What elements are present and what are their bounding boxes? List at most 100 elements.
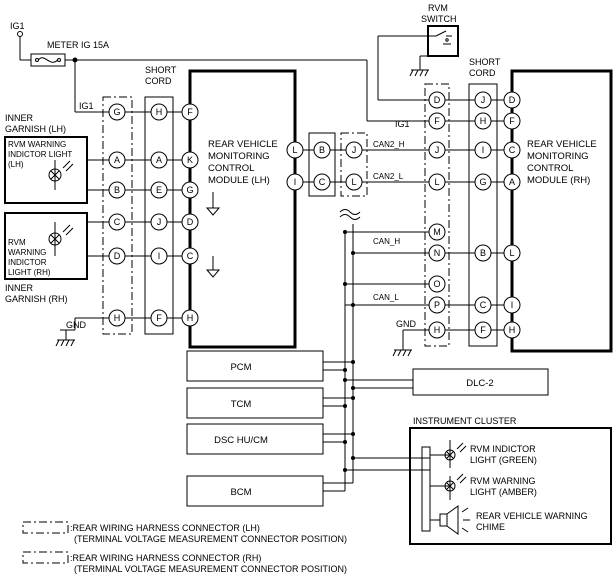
pin-label: H [509,325,516,335]
legend-rh-swatch [22,551,69,564]
tcm-box [186,387,324,419]
pin-circle [150,213,168,231]
pin-circle [428,275,446,293]
pin-circle [345,141,363,159]
ig1-junction [72,57,78,63]
pin-circle [428,296,446,314]
legend-lh-line2: (TERMINAL VOLTAGE MEASUREMENT CONNECTOR … [74,534,347,544]
pin-label: G [479,177,486,187]
pin-circle [503,296,521,314]
tcm-label: TCM [231,399,252,410]
ground-symbol-rh [392,349,412,357]
garnish-rh-line1: INNER [5,283,34,293]
pin-label: J [481,95,486,105]
dsc-label: DSC HU/CM [214,435,268,446]
ground-symbol-switch [409,69,429,77]
switch-label-line2: SWITCH [421,14,457,24]
ground-arrow-icon [205,207,221,216]
chime-icon [439,505,470,535]
can2-h-label: CAN2_H [373,140,405,149]
pin-circle [474,321,492,339]
ig1-tap-lh-label: IG1 [79,101,94,111]
pin-circle [428,141,446,159]
pin-label: B [114,185,120,195]
indicator-light-green-icon [444,442,467,461]
pin-label: D [509,95,516,105]
light-rh-line2: WARNING [8,248,46,257]
pin-circle [181,181,199,199]
cluster-connector [421,446,431,532]
module-lh-line3: CONTROL [208,163,254,174]
pin-label: J [352,145,357,155]
pin-circle [428,321,446,339]
pin-label: C [319,177,326,187]
module-lh-line1: REAR VEHICLE [208,139,278,150]
pin-circle [474,296,492,314]
pin-circle [181,103,199,121]
short-cord-lh-line2: CORD [145,76,172,86]
pin-circle [108,151,126,169]
ig1-label: IG1 [10,21,25,31]
pin-label: I [511,300,514,310]
legend-rh-line1: :REAR WIRING HARNESS CONNECTOR (RH) [70,553,261,563]
pin-circle [503,173,521,191]
cluster-title: INSTRUMENT CLUSTER [413,416,517,426]
module-lh-box [188,69,297,349]
pin-circle [313,173,331,191]
pin-label: A [114,155,120,165]
pin-circle [428,112,446,130]
pin-circle [150,151,168,169]
short-cord-lh-line1: SHORT [145,65,177,75]
pin-label: H [114,313,121,323]
dlc-label: DLC-2 [466,378,493,389]
pin-circle [108,103,126,121]
pcm-label: PCM [230,362,251,373]
pin-label: F [434,116,440,126]
pin-label: H [434,325,441,335]
ig1-terminal [17,31,23,37]
pin-circle [150,309,168,327]
pin-label: B [480,248,486,258]
pin-label: D [434,95,441,105]
pin-label: C [509,145,516,155]
pin-label: H [187,313,194,323]
pin-circle [428,244,446,262]
legend-lh-line1: :REAR WIRING HARNESS CONNECTOR (LH) [70,523,260,533]
pin-label: D [114,251,121,261]
pin-circle [428,223,446,241]
pin-label: G [113,107,120,117]
pin-label: A [509,177,515,187]
pin-circle [428,173,446,191]
gnd-lh-label: GND [66,320,87,330]
cluster-box [409,427,612,545]
pin-layer: GABCDHHAEJIFFKGDCHLIBCJLDFJLMNOPHJHIGBCF… [108,91,521,339]
pin-label: J [157,217,162,227]
pcm-box [186,350,324,382]
pin-circle [181,213,199,231]
rh-harness-connector [424,83,450,347]
pin-label: J [435,145,440,155]
pin-label: F [156,313,162,323]
module-rh-line4: MODULE (RH) [527,175,590,186]
pin-circle [150,181,168,199]
pin-circle [313,141,331,159]
light-lh-line3: (LH) [8,160,24,169]
cluster-internal-wires [430,440,451,521]
short-cord-rh-line2: CORD [469,68,496,78]
pin-circle [150,103,168,121]
cluster-chime-line1: REAR VEHICLE WARNING [476,511,588,521]
pin-circle [108,247,126,265]
pin-label: H [480,116,487,126]
pin-label: K [187,155,193,165]
pin-circle [474,112,492,130]
pin-label: C [187,251,194,261]
mid-connector-a [308,132,336,197]
pin-circle [108,181,126,199]
pin-label: O [433,279,440,289]
pin-circle [108,213,126,231]
pin-label: B [319,145,325,155]
cluster-warn-line1: RVM WARNING [470,476,536,486]
pin-label: I [158,251,161,261]
module-lh-line2: MONITORING [208,151,270,162]
